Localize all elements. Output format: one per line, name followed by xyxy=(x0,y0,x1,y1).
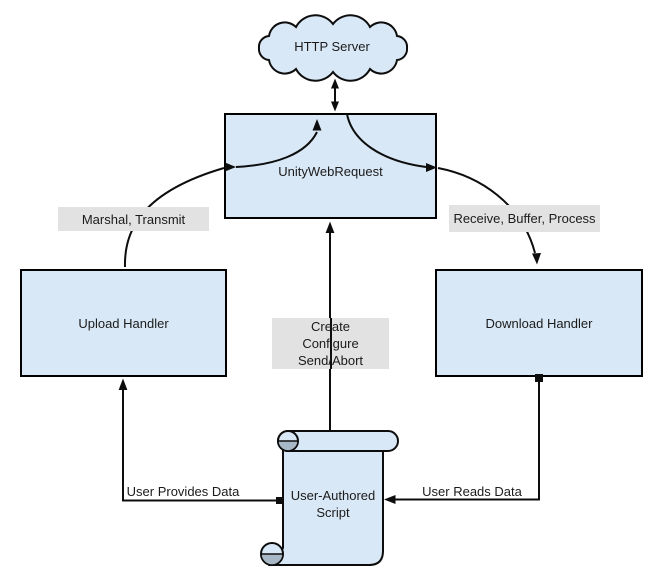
edge-label-receive-buffer-process: Receive, Buffer, Process xyxy=(449,205,600,232)
scroll-body xyxy=(267,440,384,566)
edge-label-user-reads-data: User Reads Data xyxy=(422,484,522,499)
edge-downloadhandler-script xyxy=(384,374,543,504)
edge-elbow xyxy=(395,382,540,501)
edge-uploadhandler-unitywebrequest xyxy=(123,119,322,268)
download-handler-label: Download Handler xyxy=(485,316,593,331)
edge-label-create-configure-send-abort: Create Configure Send/Abort xyxy=(272,318,389,369)
http-server-cloud xyxy=(257,14,409,82)
node-unitywebrequest-box xyxy=(224,113,437,219)
user-authored-script-label: User-Authored Script xyxy=(290,488,376,520)
connector-origin-square xyxy=(535,374,543,382)
arrowhead-up-icon xyxy=(118,378,128,390)
arrowhead-right-icon xyxy=(225,162,236,172)
edge-unitywebrequest-downloadhandler xyxy=(346,113,541,265)
upload-handler-label: Upload Handler xyxy=(78,316,169,331)
connector-origin-square xyxy=(276,497,283,504)
edge-line-through-label xyxy=(329,318,332,369)
edge-curve-inner xyxy=(346,113,427,168)
edge-label-text: Create Configure Send/Abort xyxy=(297,319,364,368)
arrowhead-down-icon xyxy=(532,253,541,265)
edge-curve xyxy=(437,167,536,254)
arrowhead-up-icon xyxy=(331,78,339,89)
arrowhead-up-icon xyxy=(312,119,322,131)
edge-curve-inner xyxy=(235,131,318,168)
edge-label-user-provides-data: User Provides Data xyxy=(126,484,240,499)
unitywebrequest-label: UnityWebRequest xyxy=(278,164,383,179)
user-authored-script-scroll xyxy=(260,430,399,566)
edge-unitywebrequest-httpserver xyxy=(331,78,339,112)
edge-elbow xyxy=(122,390,276,502)
arrowhead-right-icon xyxy=(426,163,437,172)
http-server-label: HTTP Server xyxy=(294,39,370,54)
edge-script-uploadhandler xyxy=(118,378,283,504)
arrowhead-left-icon xyxy=(384,495,396,504)
node-upload-handler-box xyxy=(20,269,227,377)
edge-label-marshal-transmit: Marshal, Transmit xyxy=(58,207,209,231)
arrowhead-up-icon xyxy=(325,221,335,233)
scroll-bottom-curl-shading xyxy=(260,553,284,566)
arrowhead-down-icon xyxy=(331,101,339,112)
scroll-top-curl-shading xyxy=(277,440,299,452)
